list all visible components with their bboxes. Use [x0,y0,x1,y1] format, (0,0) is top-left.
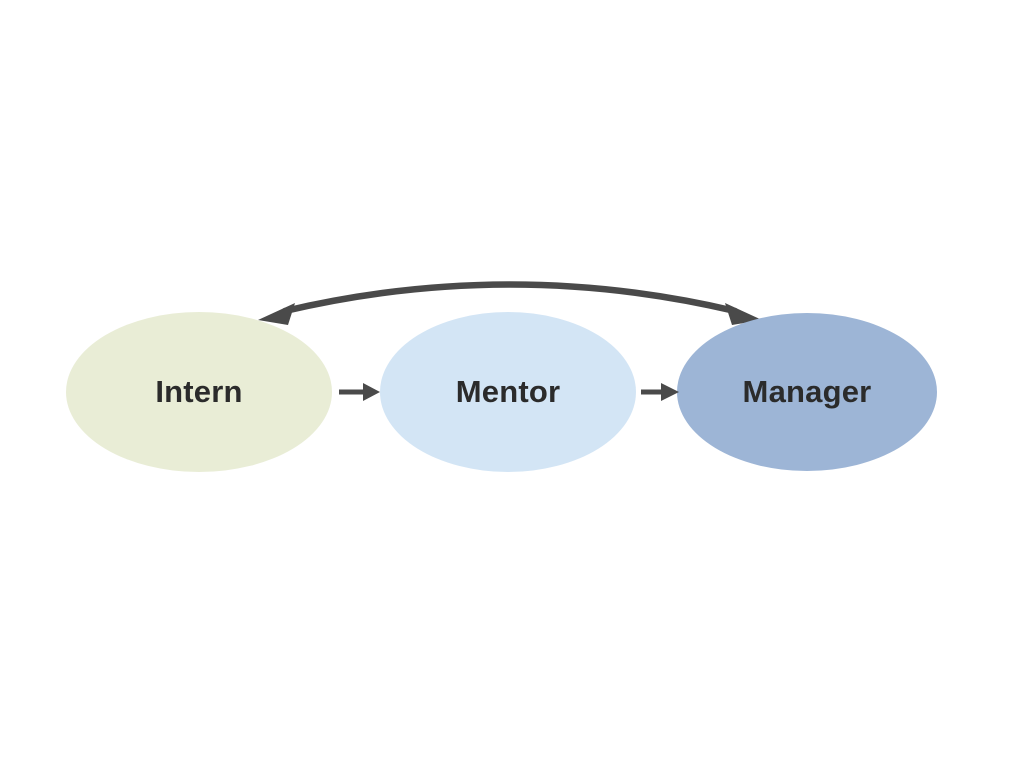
arrowhead-icon [661,383,679,401]
arrowhead-left-icon [258,303,295,325]
mentor-label: Mentor [456,374,561,409]
edge-intern-to-mentor[interactable] [339,383,380,401]
edge-mentor-to-manager[interactable] [641,383,679,401]
node-intern[interactable]: Intern [66,312,332,472]
intern-label: Intern [155,374,242,409]
arrowhead-icon [363,383,380,401]
arrowhead-right-icon [725,303,762,325]
edge-intern-manager-curve[interactable] [258,281,762,326]
intern-ellipse-shape [66,312,332,472]
curved-edge-path [281,281,739,315]
node-mentor[interactable]: Mentor [380,312,636,472]
manager-ellipse-shape [677,313,937,471]
manager-label: Manager [743,374,872,409]
node-manager[interactable]: Manager [677,313,937,471]
mentor-ellipse-shape [380,312,636,472]
